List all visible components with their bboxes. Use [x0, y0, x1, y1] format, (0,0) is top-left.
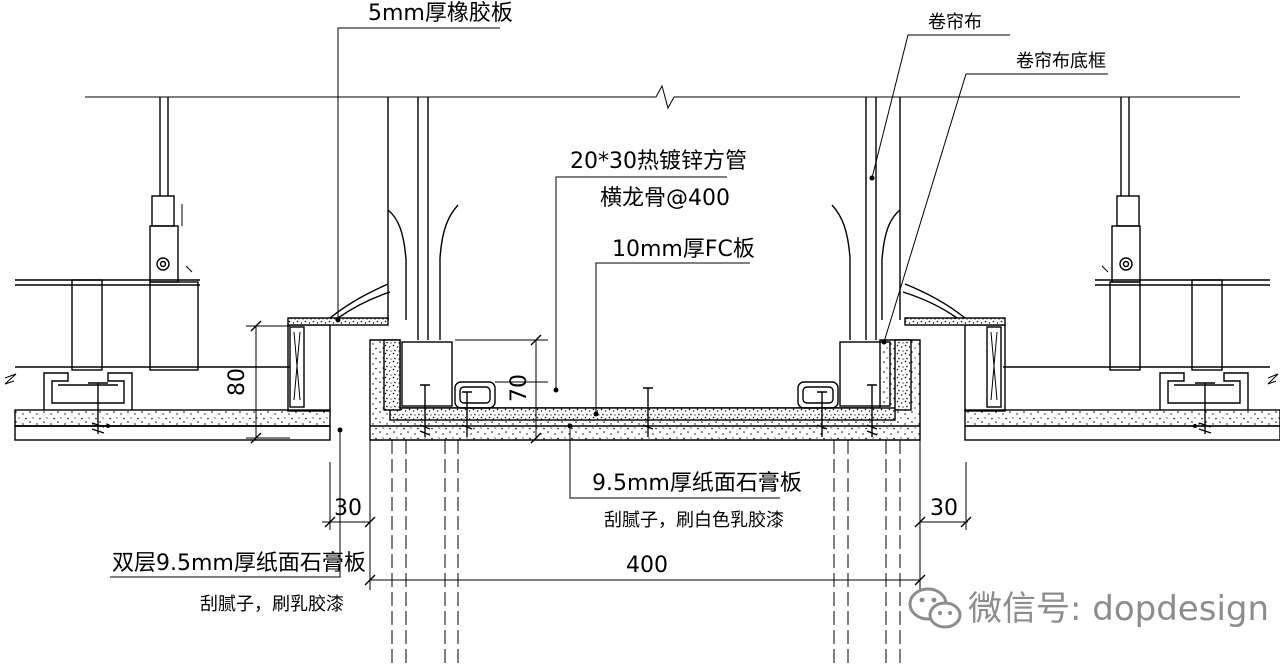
central-trough: [369, 339, 921, 441]
leader-lines: [110, 27, 1108, 578]
dim-80: 80: [225, 368, 250, 396]
label-roller-cloth: 卷帘布: [928, 12, 982, 33]
dim-30-left: 30: [334, 496, 362, 521]
label-rubber-board: 5mm厚橡胶板: [368, 1, 513, 26]
slab-reference-line: [85, 84, 1240, 110]
label-gypsum-board: 9.5mm厚纸面石膏板: [592, 471, 802, 496]
label-cross-keel: 横龙骨@400: [600, 186, 730, 211]
label-double-gypsum: 双层9.5mm厚纸面石膏板: [112, 551, 366, 576]
trough-screws: [419, 384, 878, 437]
watermark-text: 微信号: dopdesign: [968, 589, 1269, 629]
label-fc-board: 10mm厚FC板: [612, 237, 755, 262]
label-roller-bottom-frame: 卷帘布底框: [1016, 51, 1106, 72]
dim-70: 70: [507, 374, 532, 402]
left-ceiling: [4, 97, 391, 441]
label-gypsum-finish: 刮腻子，刷白色乳胶漆: [604, 510, 784, 531]
dim-400: 400: [626, 553, 668, 578]
right-ceiling: [902, 97, 1280, 441]
label-double-finish: 刮腻子，刷乳胶漆: [200, 594, 344, 615]
roller-blind-guides: [387, 97, 901, 668]
dimension-lines: [246, 320, 972, 590]
wechat-icon: [908, 587, 962, 629]
watermark: 微信号: dopdesign: [908, 587, 1269, 629]
dim-30-right: 30: [930, 496, 958, 521]
label-square-tube: 20*30热镀锌方管: [570, 149, 747, 174]
